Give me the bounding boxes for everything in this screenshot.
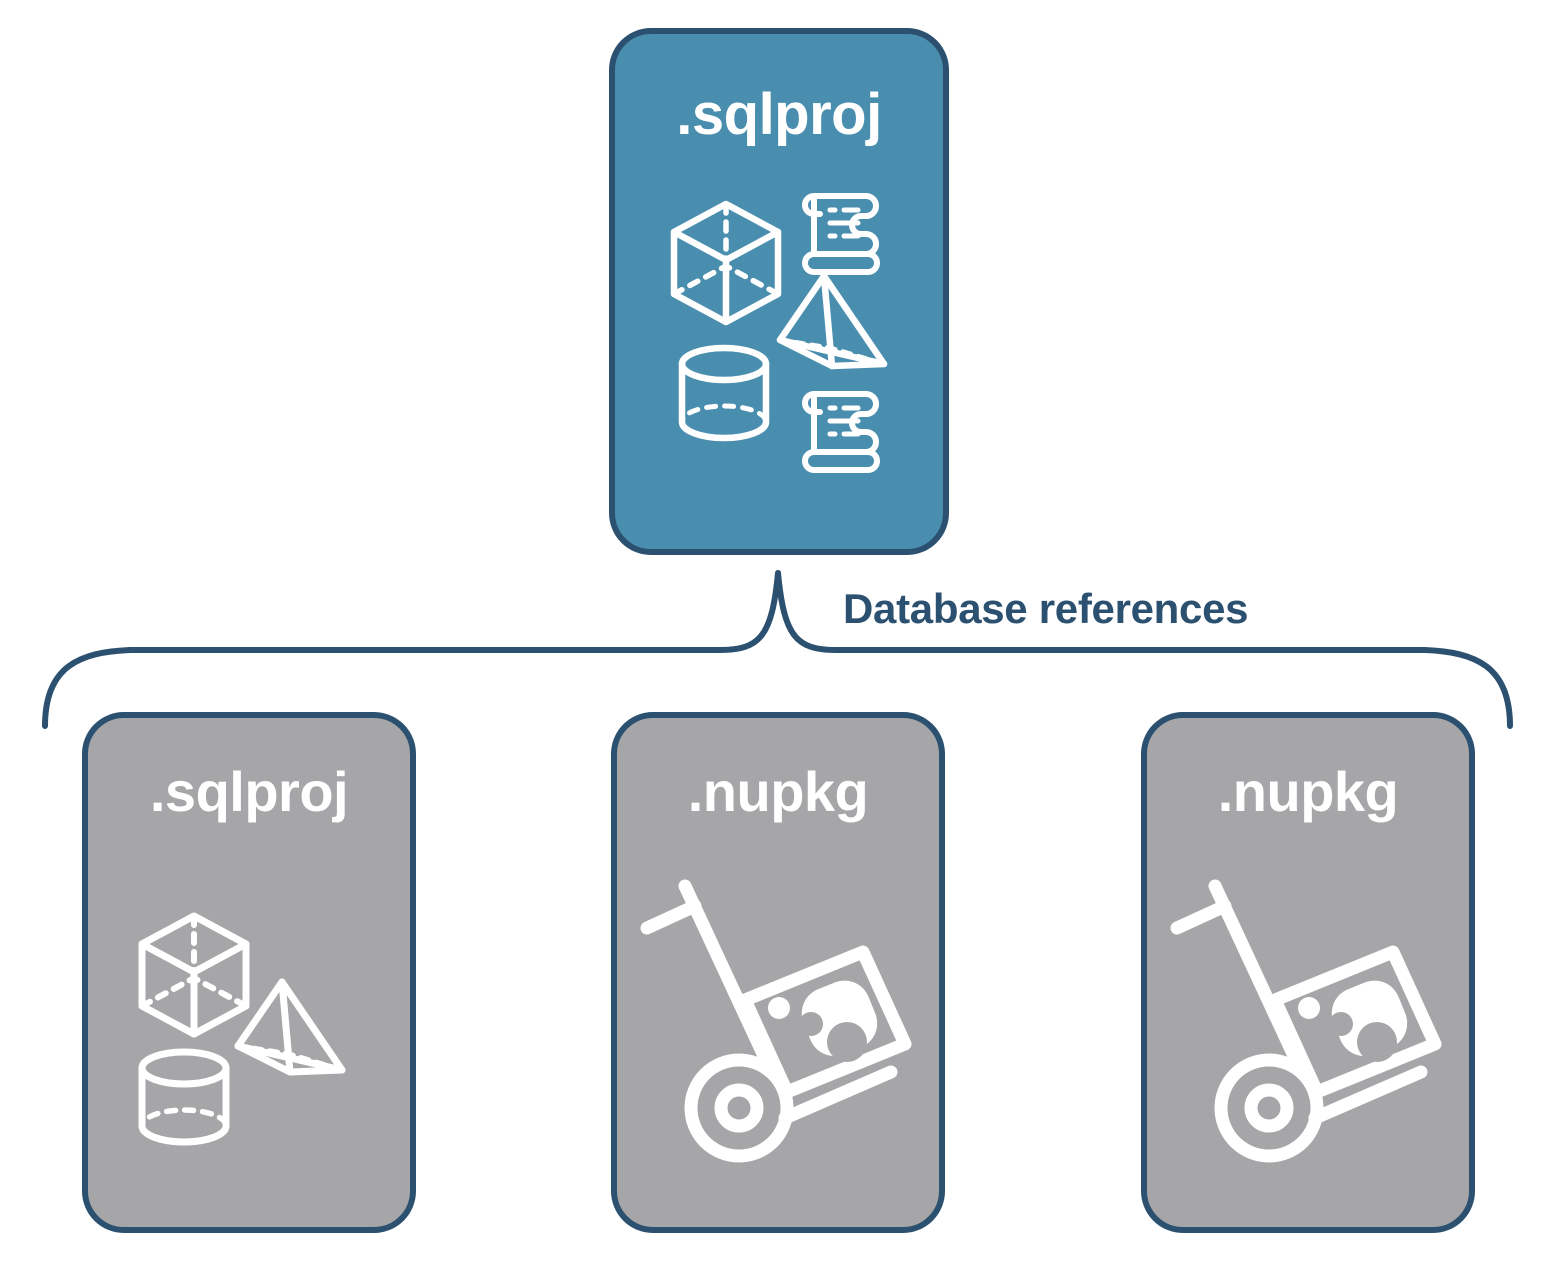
card-title-sqlproj-root: .sqlproj (676, 82, 882, 147)
pyramid-wireframe-icon (776, 272, 888, 370)
card-title-reference-sqlproj: .sqlproj (149, 760, 349, 823)
scroll-document-icon (802, 193, 880, 275)
cylinder-wireframe-icon (138, 1048, 230, 1146)
card-artwork-reference-nupkg-2 (1163, 868, 1453, 1168)
node-card-reference-nupkg-2[interactable]: .nupkg (1141, 712, 1475, 1233)
card-artwork-reference-sqlproj (104, 868, 394, 1168)
scroll-document-icon (802, 391, 880, 473)
connector-label-database-references: Database references (843, 585, 1249, 632)
card-artwork-sqlproj-root (664, 184, 894, 473)
cube-wireframe-icon (138, 912, 250, 1038)
cube-wireframe-icon (670, 200, 782, 326)
card-title-reference-nupkg-2: .nupkg (1217, 760, 1399, 823)
node-card-reference-sqlproj[interactable]: .sqlproj (82, 712, 416, 1233)
hand-truck-package-icon (1170, 879, 1442, 1163)
cylinder-wireframe-icon (678, 344, 770, 442)
card-artwork-reference-nupkg-1 (633, 868, 923, 1168)
node-card-sqlproj-root[interactable]: .sqlproj (609, 28, 949, 555)
card-title-reference-nupkg-1: .nupkg (687, 760, 869, 823)
node-card-reference-nupkg-1[interactable]: .nupkg (611, 712, 945, 1233)
pyramid-wireframe-icon (234, 978, 346, 1076)
hand-truck-package-icon (640, 879, 912, 1163)
